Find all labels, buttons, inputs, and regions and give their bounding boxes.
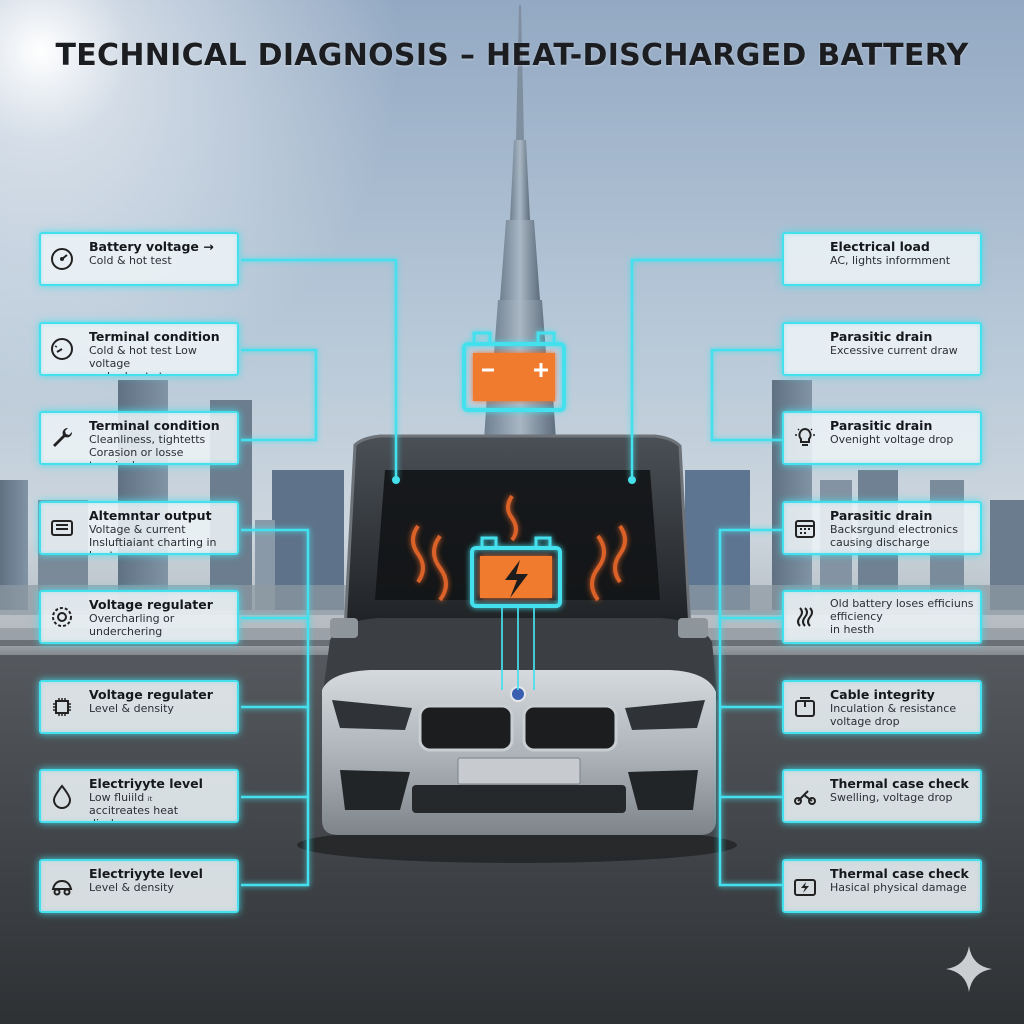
card-detail: Level & density (89, 881, 174, 894)
heat-waves-icon (792, 604, 818, 630)
card-detail: causing discharge (830, 536, 930, 549)
page-title: TECHNICAL DIAGNOSIS – HEAT-DISCHARGED BA… (55, 38, 969, 73)
card-title: Altemntar output (89, 508, 212, 523)
calendar-icon (792, 515, 818, 541)
card-title: Battery voltage → (89, 239, 214, 254)
card-detail: in hesth (830, 623, 875, 636)
card-title: Electrical load (830, 239, 930, 254)
card-detail: Ovenight voltage drop (830, 433, 954, 446)
card-detail: Old battery loses efficiuns (830, 597, 974, 610)
car (297, 434, 737, 863)
connector-lines (241, 258, 782, 887)
card-title: Electriyyte level (89, 776, 203, 791)
card-title: Terminal condition (89, 329, 220, 344)
card-detail: Swelling, voltage drop (830, 791, 953, 804)
speedometer-icon (49, 336, 75, 362)
chip-icon (49, 694, 75, 720)
left-diagnosis-card: Battery voltage →Cold & hot test (39, 232, 239, 286)
card-detail: Level & density (89, 702, 174, 715)
bulb-icon (792, 425, 818, 451)
card-detail: Hasical physical damage (830, 881, 967, 894)
projection-beam (501, 606, 535, 690)
card-detail: Excessive current draw (830, 344, 958, 357)
droplet-icon (49, 783, 75, 809)
card-detail: Cold & hot test (89, 254, 172, 267)
card-detail: Low fluiild ᵢₜ (89, 791, 153, 804)
card-title: Parasitic drain (830, 418, 933, 433)
heat-waves (411, 494, 627, 602)
card-title: Thermal case check (830, 866, 969, 881)
sparkle-icon (946, 946, 992, 992)
card-detail: Cold & hot test Low voltage (89, 344, 197, 370)
card-detail: accitreates heat discharge (89, 804, 179, 821)
card-title: Voltage regulater (89, 597, 213, 612)
floating-battery-icon (462, 331, 566, 412)
card-detail: Voltage & current (89, 523, 186, 536)
card-detail: Overcharling or (89, 612, 175, 625)
regulator-icon (49, 604, 75, 630)
card-detail: efficiency (830, 610, 883, 623)
card-title: Thermal case check (830, 776, 969, 791)
card-title: Parasitic drain (830, 329, 933, 344)
card-detail: Backsrgund electronics (830, 523, 958, 536)
box-icon (792, 694, 818, 720)
card-detail: Inculation & resistance (830, 702, 957, 715)
engine-battery-icon (470, 536, 562, 608)
card-detail: Corasion or losse terminals (89, 446, 184, 463)
gauge-icon (49, 246, 75, 272)
car-battery-icon (49, 873, 75, 899)
card-title: Terminal condition (89, 418, 220, 433)
card-detail: voltage drop (830, 715, 900, 728)
battery-bolt-icon (792, 873, 818, 899)
card-title: Voltage regulater (89, 687, 213, 702)
card-detail: under heat stress (89, 370, 233, 374)
card-title: Electriyyte level (89, 866, 203, 881)
alternator-icon (49, 515, 75, 541)
scooter-icon (792, 783, 818, 809)
card-detail: AC, lights informment (830, 254, 951, 267)
card-detail: Insluftiaiant charting in heat (89, 536, 217, 553)
wrench-icon (49, 425, 75, 451)
card-detail: underchering (89, 625, 163, 638)
card-title: Cable integrity (830, 687, 935, 702)
card-detail: Cleanliness, tightetts (89, 433, 206, 446)
card-title: Parasitic drain (830, 508, 933, 523)
